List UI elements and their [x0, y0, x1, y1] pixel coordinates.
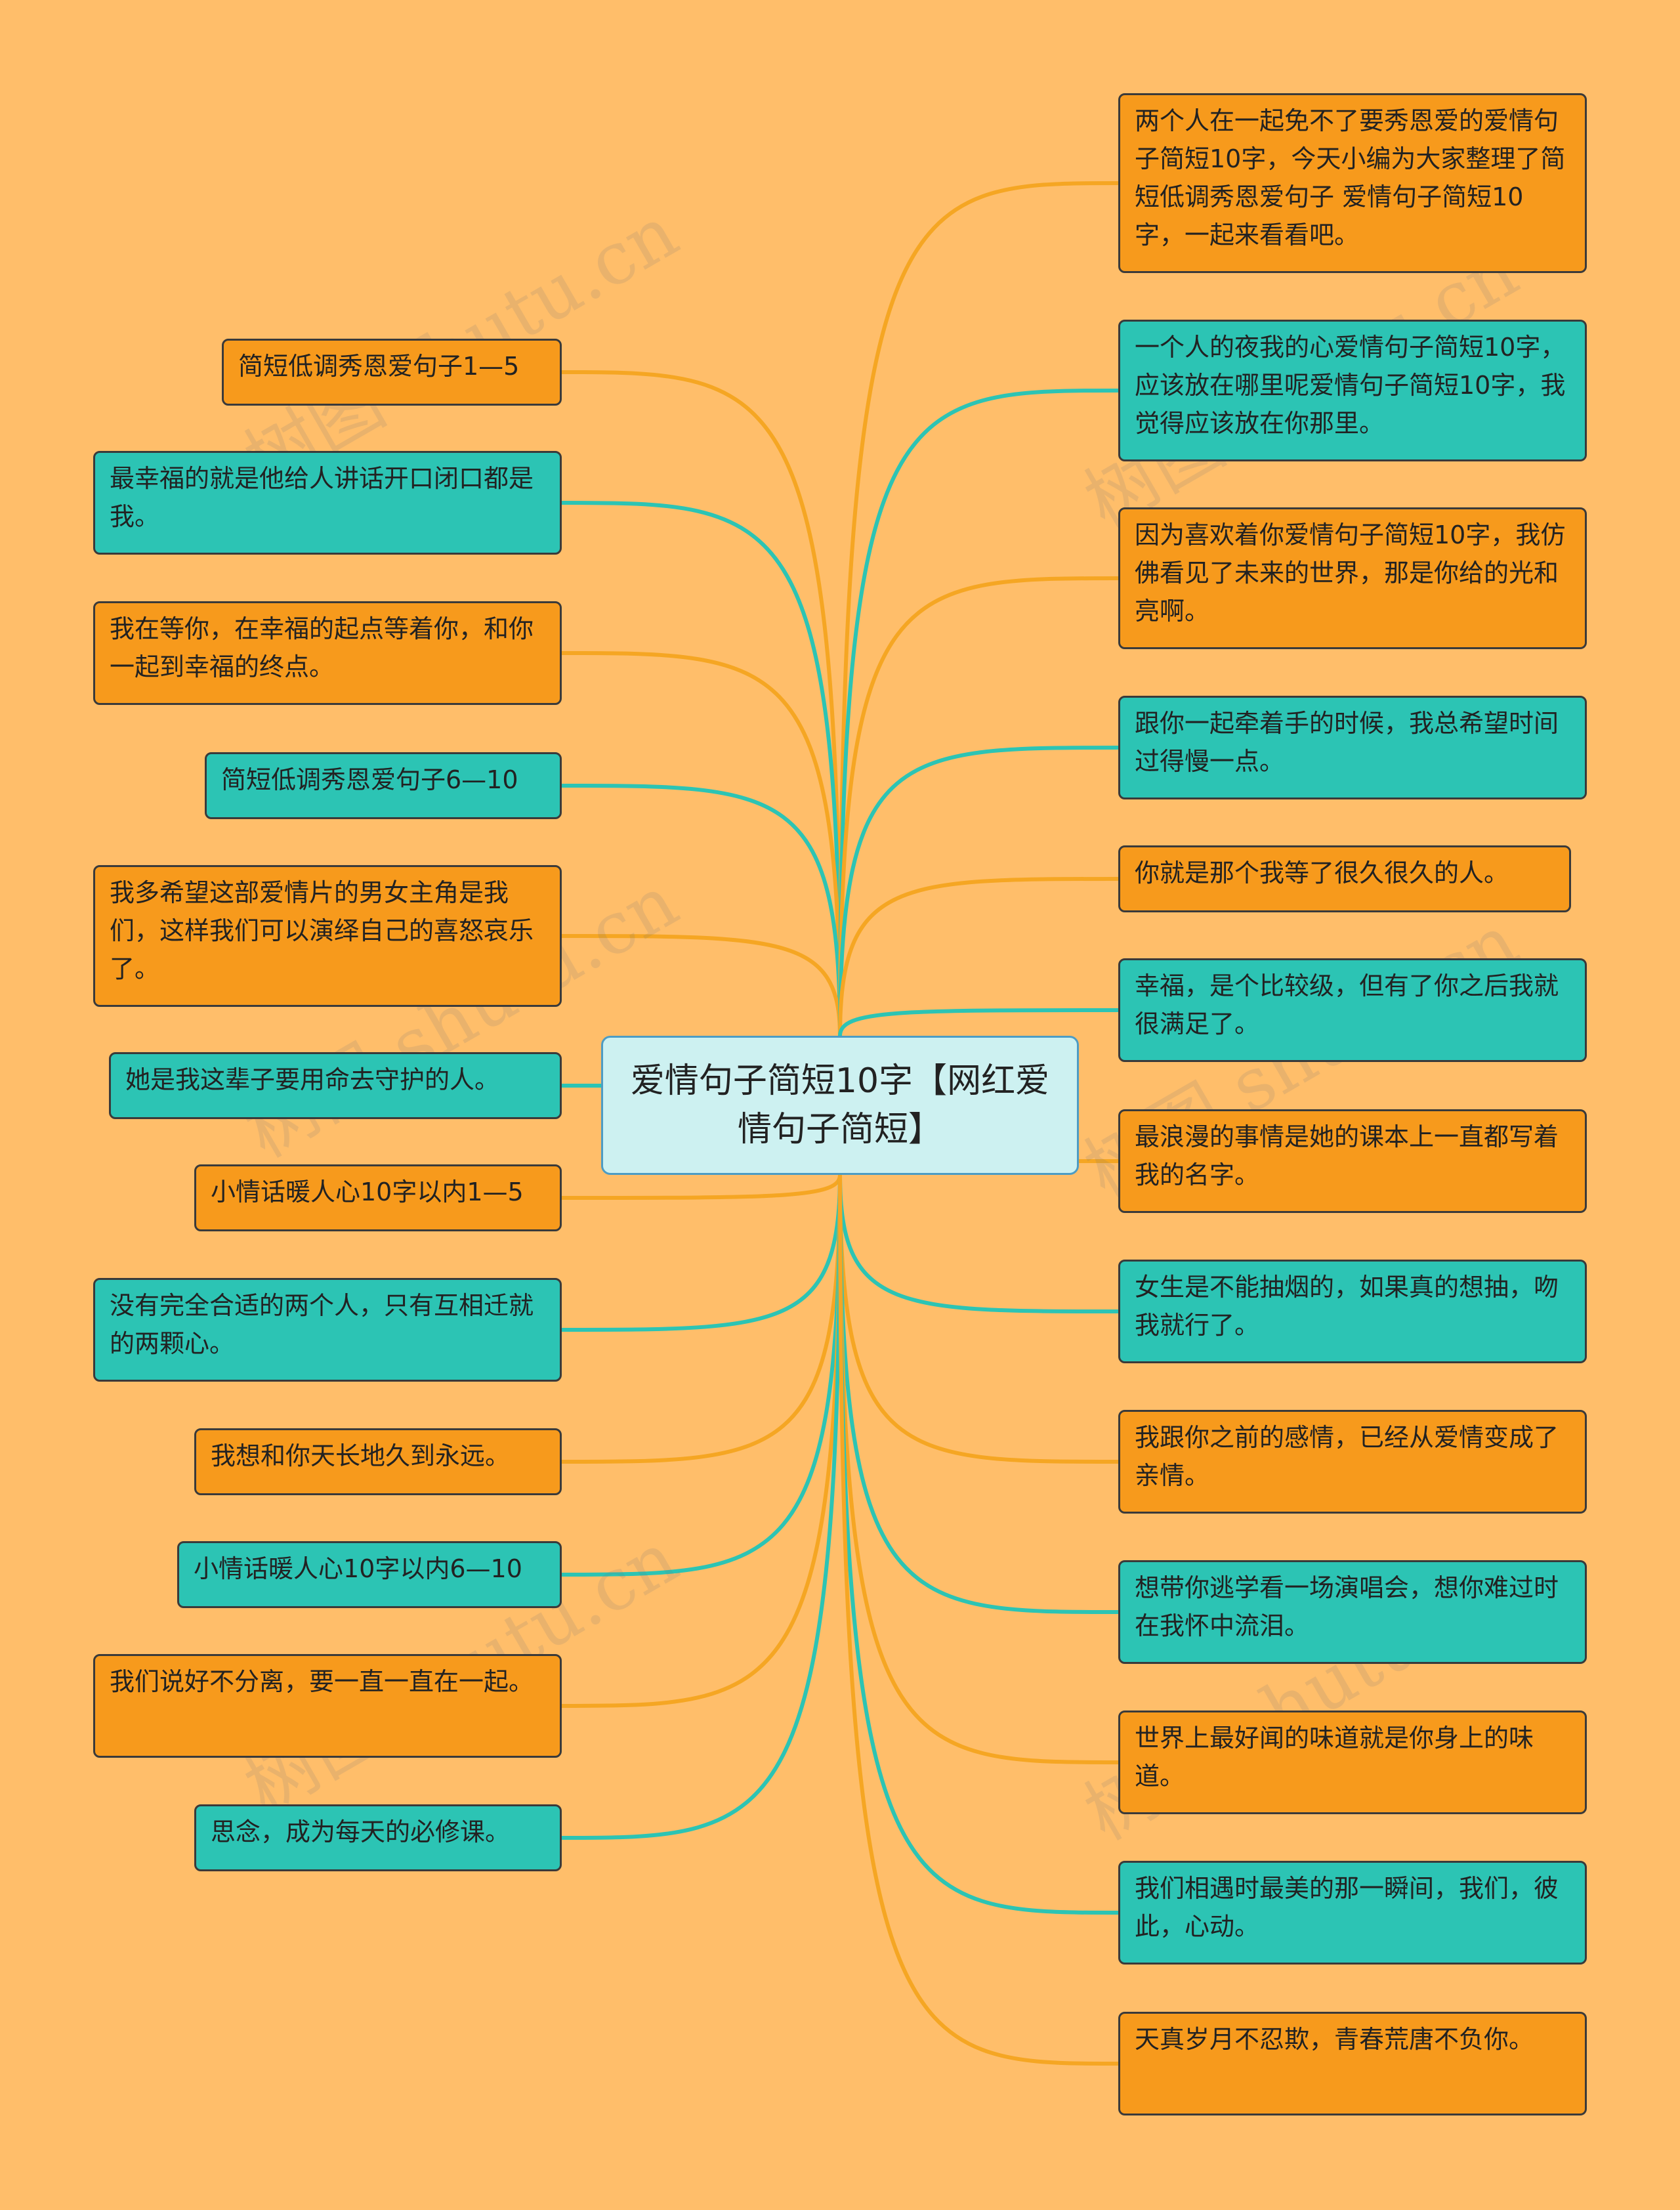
root-topic[interactable]: 爱情句子简短10字【网红爱情句子简短】 [601, 1036, 1079, 1175]
left-node[interactable]: 我想和你天长地久到永远。 [194, 1428, 562, 1495]
connector-line [560, 501, 842, 1038]
node-text: 最幸福的就是他给人讲话开口闭口都是我。 [110, 464, 534, 531]
left-node[interactable]: 我在等你，在幸福的起点等着你，和你一起到幸福的终点。 [93, 601, 562, 705]
node-text: 因为喜欢着你爱情句子简短10字，我仿佛看见了未来的世界，那是你给的光和亮啊。 [1135, 521, 1566, 626]
connector-line [838, 1173, 1120, 1313]
node-text: 世界上最好闻的味道就是你身上的味道。 [1135, 1724, 1534, 1791]
left-node[interactable]: 小情话暖人心10字以内6—10 [177, 1541, 562, 1608]
connector-line [560, 1173, 842, 1464]
node-text: 我们说好不分离，要一直一直在一起。 [110, 1667, 534, 1696]
right-node[interactable]: 跟你一起牵着手的时候，我总希望时间过得慢一点。 [1118, 696, 1587, 799]
node-text: 我想和你天长地久到永远。 [211, 1441, 511, 1470]
left-node[interactable]: 思念，成为每天的必修课。 [194, 1804, 562, 1871]
connector-line [838, 877, 1120, 1038]
left-node[interactable]: 简短低调秀恩爱句子1—5 [222, 339, 562, 406]
right-node[interactable]: 两个人在一起免不了要秀恩爱的爱情句子简短10字，今天小编为大家整理了简短低调秀恩… [1118, 93, 1587, 273]
node-text: 你就是那个我等了很久很久的人。 [1135, 859, 1509, 887]
connector-line [838, 1173, 1120, 1614]
connector-line [838, 1173, 1120, 2066]
right-node[interactable]: 世界上最好闻的味道就是你身上的味道。 [1118, 1711, 1587, 1814]
connector-line [838, 389, 1120, 1038]
node-text: 小情话暖人心10字以内6—10 [194, 1554, 522, 1583]
node-text: 一个人的夜我的心爱情句子简短10字，应该放在哪里呢爱情句子简短10字，我觉得应该… [1135, 333, 1566, 438]
right-node[interactable]: 一个人的夜我的心爱情句子简短10字，应该放在哪里呢爱情句子简短10字，我觉得应该… [1118, 320, 1587, 461]
connector-line [838, 746, 1120, 1038]
left-node[interactable]: 我多希望这部爱情片的男女主角是我们，这样我们可以演绎自己的喜怒哀乐了。 [93, 865, 562, 1007]
node-text: 想带你逃学看一场演唱会，想你难过时在我怀中流泪。 [1135, 1573, 1559, 1640]
connector-line [560, 1173, 842, 1840]
node-text: 小情话暖人心10字以内1—5 [211, 1178, 524, 1206]
connector-line [838, 1173, 1120, 1764]
connector-line [560, 370, 842, 1038]
right-node[interactable]: 因为喜欢着你爱情句子简短10字，我仿佛看见了未来的世界，那是你给的光和亮啊。 [1118, 507, 1587, 649]
node-text: 我们相遇时最美的那一瞬间，我们，彼此，心动。 [1135, 1874, 1559, 1941]
node-text: 两个人在一起免不了要秀恩爱的爱情句子简短10字，今天小编为大家整理了简短低调秀恩… [1135, 106, 1566, 249]
left-node[interactable]: 小情话暖人心10字以内1—5 [194, 1164, 562, 1231]
right-node[interactable]: 幸福，是个比较级，但有了你之后我就很满足了。 [1118, 958, 1587, 1062]
right-node[interactable]: 我跟你之前的感情，已经从爱情变成了亲情。 [1118, 1410, 1587, 1514]
node-text: 没有完全合适的两个人，只有互相迁就的两颗心。 [110, 1291, 534, 1358]
connector-line [560, 934, 842, 1038]
node-text: 思念，成为每天的必修课。 [211, 1817, 511, 1846]
right-node[interactable]: 最浪漫的事情是她的课本上一直都写着我的名字。 [1118, 1109, 1587, 1213]
left-node[interactable]: 没有完全合适的两个人，只有互相迁就的两颗心。 [93, 1278, 562, 1382]
connector-line [838, 1173, 1120, 1464]
connector-line [560, 1173, 842, 1708]
connector-line [560, 651, 842, 1038]
left-node[interactable]: 我们说好不分离，要一直一直在一起。 [93, 1654, 562, 1758]
connector-line [560, 1173, 842, 1577]
left-node[interactable]: 她是我这辈子要用命去守护的人。 [109, 1052, 562, 1119]
connector-line [838, 576, 1120, 1038]
left-node[interactable]: 简短低调秀恩爱句子6—10 [205, 752, 562, 819]
node-text: 幸福，是个比较级，但有了你之后我就很满足了。 [1135, 971, 1559, 1038]
connector-line [838, 1008, 1120, 1038]
connector-line [560, 1173, 842, 1332]
right-node[interactable]: 想带你逃学看一场演唱会，想你难过时在我怀中流泪。 [1118, 1560, 1587, 1664]
left-node[interactable]: 最幸福的就是他给人讲话开口闭口都是我。 [93, 451, 562, 555]
connector-line [838, 181, 1120, 1038]
node-text: 简短低调秀恩爱句子1—5 [238, 352, 520, 381]
node-text: 我多希望这部爱情片的男女主角是我们，这样我们可以演绎自己的喜怒哀乐了。 [110, 878, 534, 983]
right-node[interactable]: 我们相遇时最美的那一瞬间，我们，彼此，心动。 [1118, 1861, 1587, 1965]
node-text: 女生是不能抽烟的，如果真的想抽，吻我就行了。 [1135, 1273, 1559, 1340]
node-text: 我在等你，在幸福的起点等着你，和你一起到幸福的终点。 [110, 614, 534, 681]
node-text: 我跟你之前的感情，已经从爱情变成了亲情。 [1135, 1423, 1559, 1490]
node-text: 跟你一起牵着手的时候，我总希望时间过得慢一点。 [1135, 709, 1559, 776]
node-text: 天真岁月不忍欺，青春荒唐不负你。 [1135, 2025, 1534, 2054]
right-node[interactable]: 女生是不能抽烟的，如果真的想抽，吻我就行了。 [1118, 1260, 1587, 1363]
node-text: 最浪漫的事情是她的课本上一直都写着我的名字。 [1135, 1122, 1559, 1189]
right-node[interactable]: 你就是那个我等了很久很久的人。 [1118, 845, 1571, 912]
right-node[interactable]: 天真岁月不忍欺，青春荒唐不负你。 [1118, 2012, 1587, 2115]
connector-line [560, 1173, 842, 1200]
node-text: 简短低调秀恩爱句子6—10 [221, 765, 518, 794]
node-text: 她是我这辈子要用命去守护的人。 [125, 1065, 500, 1094]
connector-line [560, 784, 842, 1038]
